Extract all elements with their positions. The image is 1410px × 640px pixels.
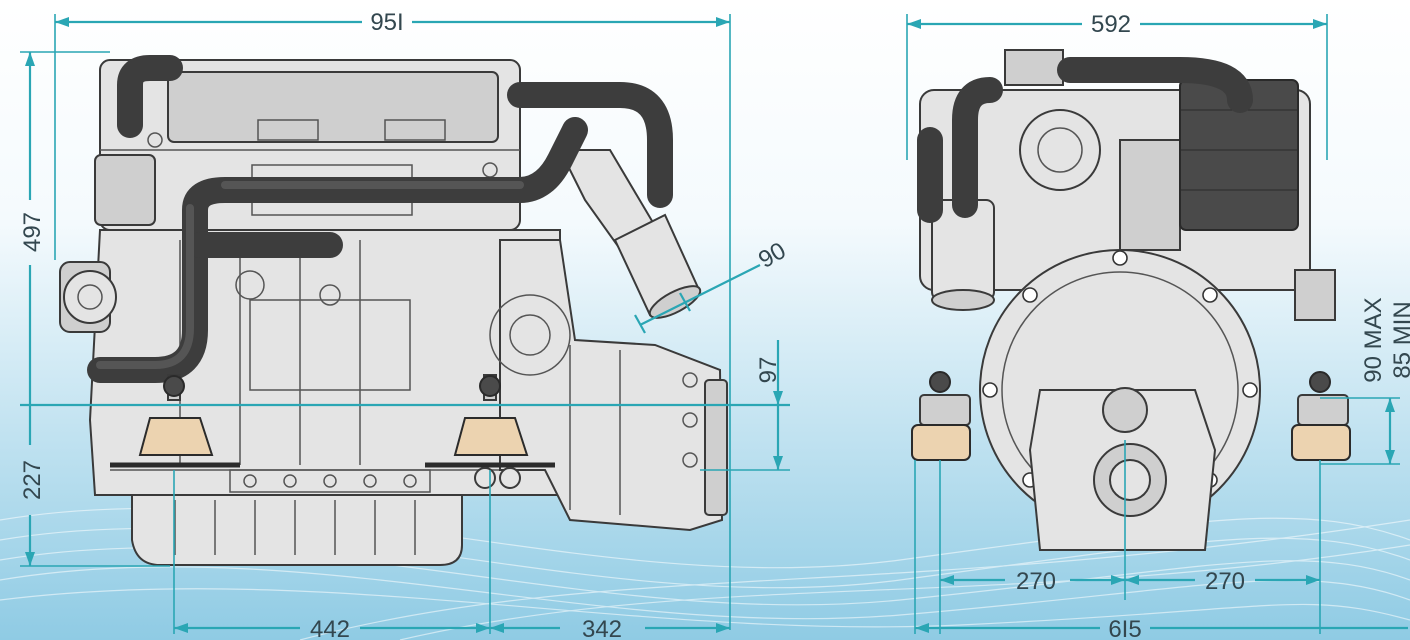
rear-engine-mount-right: [1291, 371, 1351, 461]
dim-mount-to-rear: 342: [582, 616, 622, 640]
dim-rear-width: 592: [1091, 11, 1131, 38]
dim-below-centerline: 227: [19, 460, 46, 500]
engine-rear-view: [911, 49, 1351, 551]
dim-min-height: 85 MIN: [1389, 301, 1410, 378]
dim-overall-height: 497: [19, 212, 46, 252]
dim-max-height: 90 MAX: [1360, 297, 1387, 382]
dim-overall-length: 95I: [370, 9, 403, 36]
side-engine-mount-front: [110, 374, 240, 468]
dim-mount-half-left: 270: [1016, 568, 1056, 595]
rear-dimensions: 592 270 270 6I5 90 MAX 85 MIN: [906, 11, 1410, 640]
dim-mount-span: 6I5: [1108, 616, 1141, 640]
side-dimensions: 95I 497 227 97 90 442 342: [19, 9, 791, 640]
side-hoses: [87, 55, 673, 383]
engine-side-view: [59, 55, 728, 566]
rear-engine-mount-left: [911, 371, 971, 461]
dim-front-to-mount: 442: [310, 616, 350, 640]
dim-mount-half-right: 270: [1205, 568, 1245, 595]
exhaust-elbow: [558, 149, 702, 319]
dim-gearbox-height: 97: [755, 357, 782, 384]
